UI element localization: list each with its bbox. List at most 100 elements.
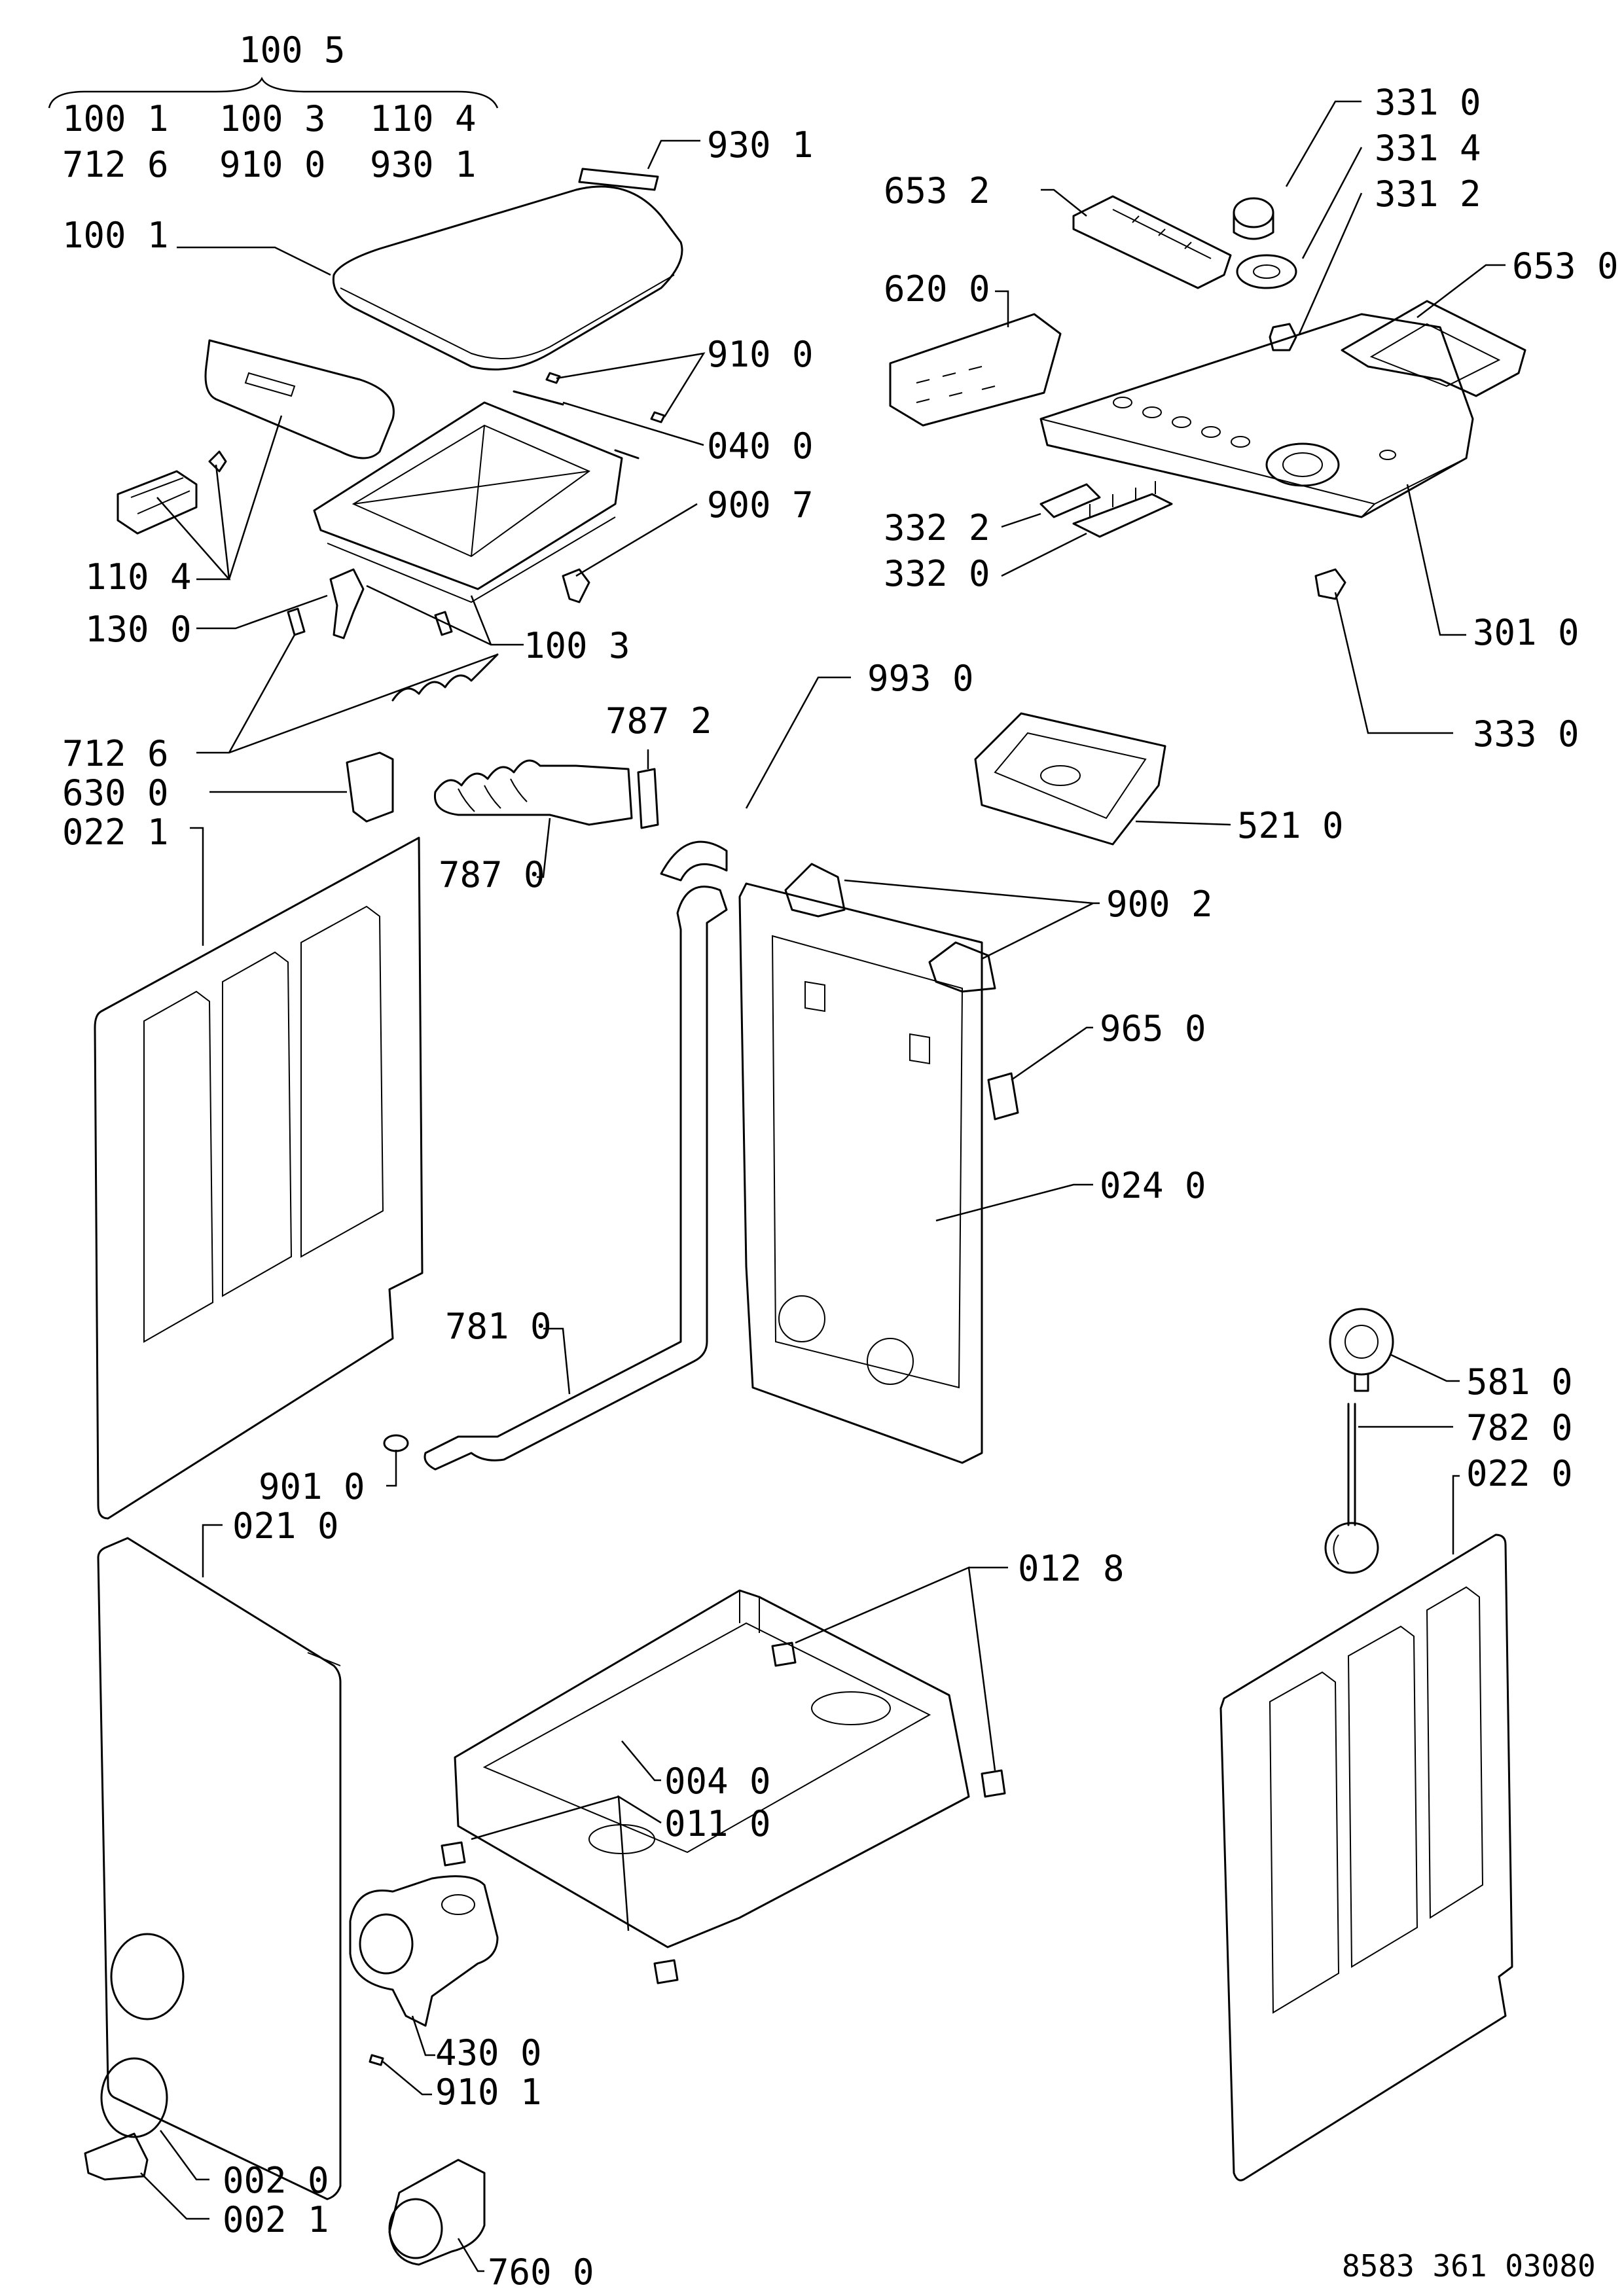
label-1001: 100 1: [62, 215, 169, 256]
trim-slot: [244, 372, 296, 397]
bellows-ribs: [458, 778, 528, 812]
label-7810: 781 0: [445, 1306, 552, 1347]
label-7872: 787 2: [605, 700, 712, 742]
part-3322: [1039, 483, 1101, 518]
label-9100: 910 0: [707, 334, 814, 375]
label-0210: 021 0: [232, 1505, 339, 1547]
screw-9101: [369, 2054, 384, 2066]
control-panel-buttons: [1113, 397, 1396, 460]
label-5810: 581 0: [1466, 1361, 1573, 1403]
latch-detail: [130, 477, 190, 514]
hatch-hinge-0021: [84, 2132, 149, 2181]
label-6200: 620 0: [884, 268, 990, 310]
part-3320-buttons: [1089, 481, 1156, 517]
leader-0221: [190, 827, 204, 946]
leader-7810: [543, 1327, 571, 1395]
label-9301: 930 1: [707, 124, 814, 166]
control-panel-dial-inner: [1282, 452, 1323, 477]
leader-9101: [382, 2061, 432, 2096]
part-6532: [1072, 195, 1232, 289]
pressure-tube-7820: [1347, 1403, 1356, 1526]
label-9010: 901 0: [259, 1466, 365, 1507]
lock-1300-part: [329, 568, 365, 639]
leader-3314: [1301, 147, 1363, 259]
front-panel-0210-hatch: [110, 1933, 185, 2020]
leader-3310: [1285, 100, 1362, 187]
front-trim-part: [204, 339, 395, 459]
label-6300: 630 0: [62, 772, 169, 814]
leader-0240: [935, 1183, 1093, 1222]
foot-0128-b: [981, 1769, 1006, 1798]
group-item-9100: 910 0: [219, 144, 326, 185]
leader-9301: [647, 139, 700, 170]
top-frame-opening: [352, 424, 591, 558]
part-9650: [987, 1072, 1019, 1121]
bracket-9002-b: [928, 941, 996, 993]
label-9007: 900 7: [707, 484, 814, 526]
leader-0021: [140, 2172, 209, 2220]
label-7600: 760 0: [488, 2251, 594, 2293]
label-0240: 024 0: [1100, 1165, 1206, 1206]
label-0221: 022 1: [62, 812, 169, 853]
leader-0040: [621, 1740, 661, 1782]
side-panel-0221-rib-3: [300, 905, 384, 1258]
lid-strip-part: [578, 168, 659, 191]
dispenser-5210: [974, 712, 1166, 846]
label-9650: 965 0: [1100, 1008, 1206, 1049]
label-3010: 301 0: [1473, 612, 1579, 653]
side-panel-0220: [1219, 1534, 1513, 2181]
clip-9010: [383, 1434, 409, 1452]
air-chamber-detail: [1333, 1534, 1339, 1565]
label-9930: 993 0: [867, 658, 974, 699]
rear-frame-0240-port-1: [778, 1295, 825, 1342]
label-0020: 002 0: [223, 2160, 329, 2201]
leader-7126: [196, 634, 498, 754]
rod-0400-b: [614, 449, 640, 459]
hatch-cover-0020: [100, 2057, 168, 2138]
base-frame-0040: [454, 1589, 970, 1948]
leader-9100: [556, 352, 706, 418]
label-3314: 331 4: [1375, 128, 1481, 169]
spring-coil: [391, 653, 499, 702]
lid-part: [332, 185, 683, 370]
dispenser-5210-cup: [1040, 765, 1081, 786]
spring-7126-b: [434, 611, 453, 636]
leader-9002: [844, 879, 1100, 960]
label-3320: 332 0: [884, 553, 990, 594]
circuit-board-6200: [889, 313, 1062, 427]
part-6532-detail: [1112, 209, 1212, 259]
leader-3010: [1406, 484, 1466, 636]
foot-0128-c: [441, 1841, 466, 1867]
part-7872: [637, 768, 659, 829]
label-3310: 331 0: [1375, 82, 1481, 123]
latch-part: [117, 470, 198, 535]
pressure-switch-5810-nozzle: [1354, 1373, 1369, 1392]
label-0400: 040 0: [707, 425, 814, 467]
group-item-7126: 712 6: [62, 144, 169, 185]
rear-frame-0240-port-2: [867, 1338, 914, 1385]
leader-3322: [1001, 512, 1041, 528]
filter-7600: [388, 2159, 486, 2266]
rear-frame-0240-inner: [771, 935, 964, 1389]
air-chamber: [1324, 1522, 1379, 1574]
label-7126: 712 6: [62, 733, 169, 774]
rod-0400-a: [513, 390, 564, 406]
leader-0110: [471, 1795, 662, 1931]
pump-4300: [349, 1875, 499, 2027]
bracket-9002-a: [784, 863, 846, 918]
knob-3310: [1233, 197, 1274, 228]
group-brace: [48, 77, 499, 109]
group-label: 100 5: [239, 29, 346, 71]
part-3312: [1269, 323, 1297, 351]
dispenser-5210-tray: [994, 732, 1147, 819]
label-6530: 653 0: [1512, 245, 1619, 287]
pressure-switch-5810-center: [1344, 1325, 1379, 1359]
label-6532: 653 2: [884, 170, 990, 211]
lid-edge: [340, 274, 675, 359]
leader-9930: [745, 676, 851, 809]
label-9101: 910 1: [435, 2072, 542, 2113]
doc-number: 8583 361 03080: [1342, 2248, 1596, 2284]
filter-7600-face: [388, 2198, 443, 2259]
rear-frame-0240-holes: [804, 980, 930, 1065]
side-panel-0220-rib-2: [1347, 1625, 1418, 1968]
